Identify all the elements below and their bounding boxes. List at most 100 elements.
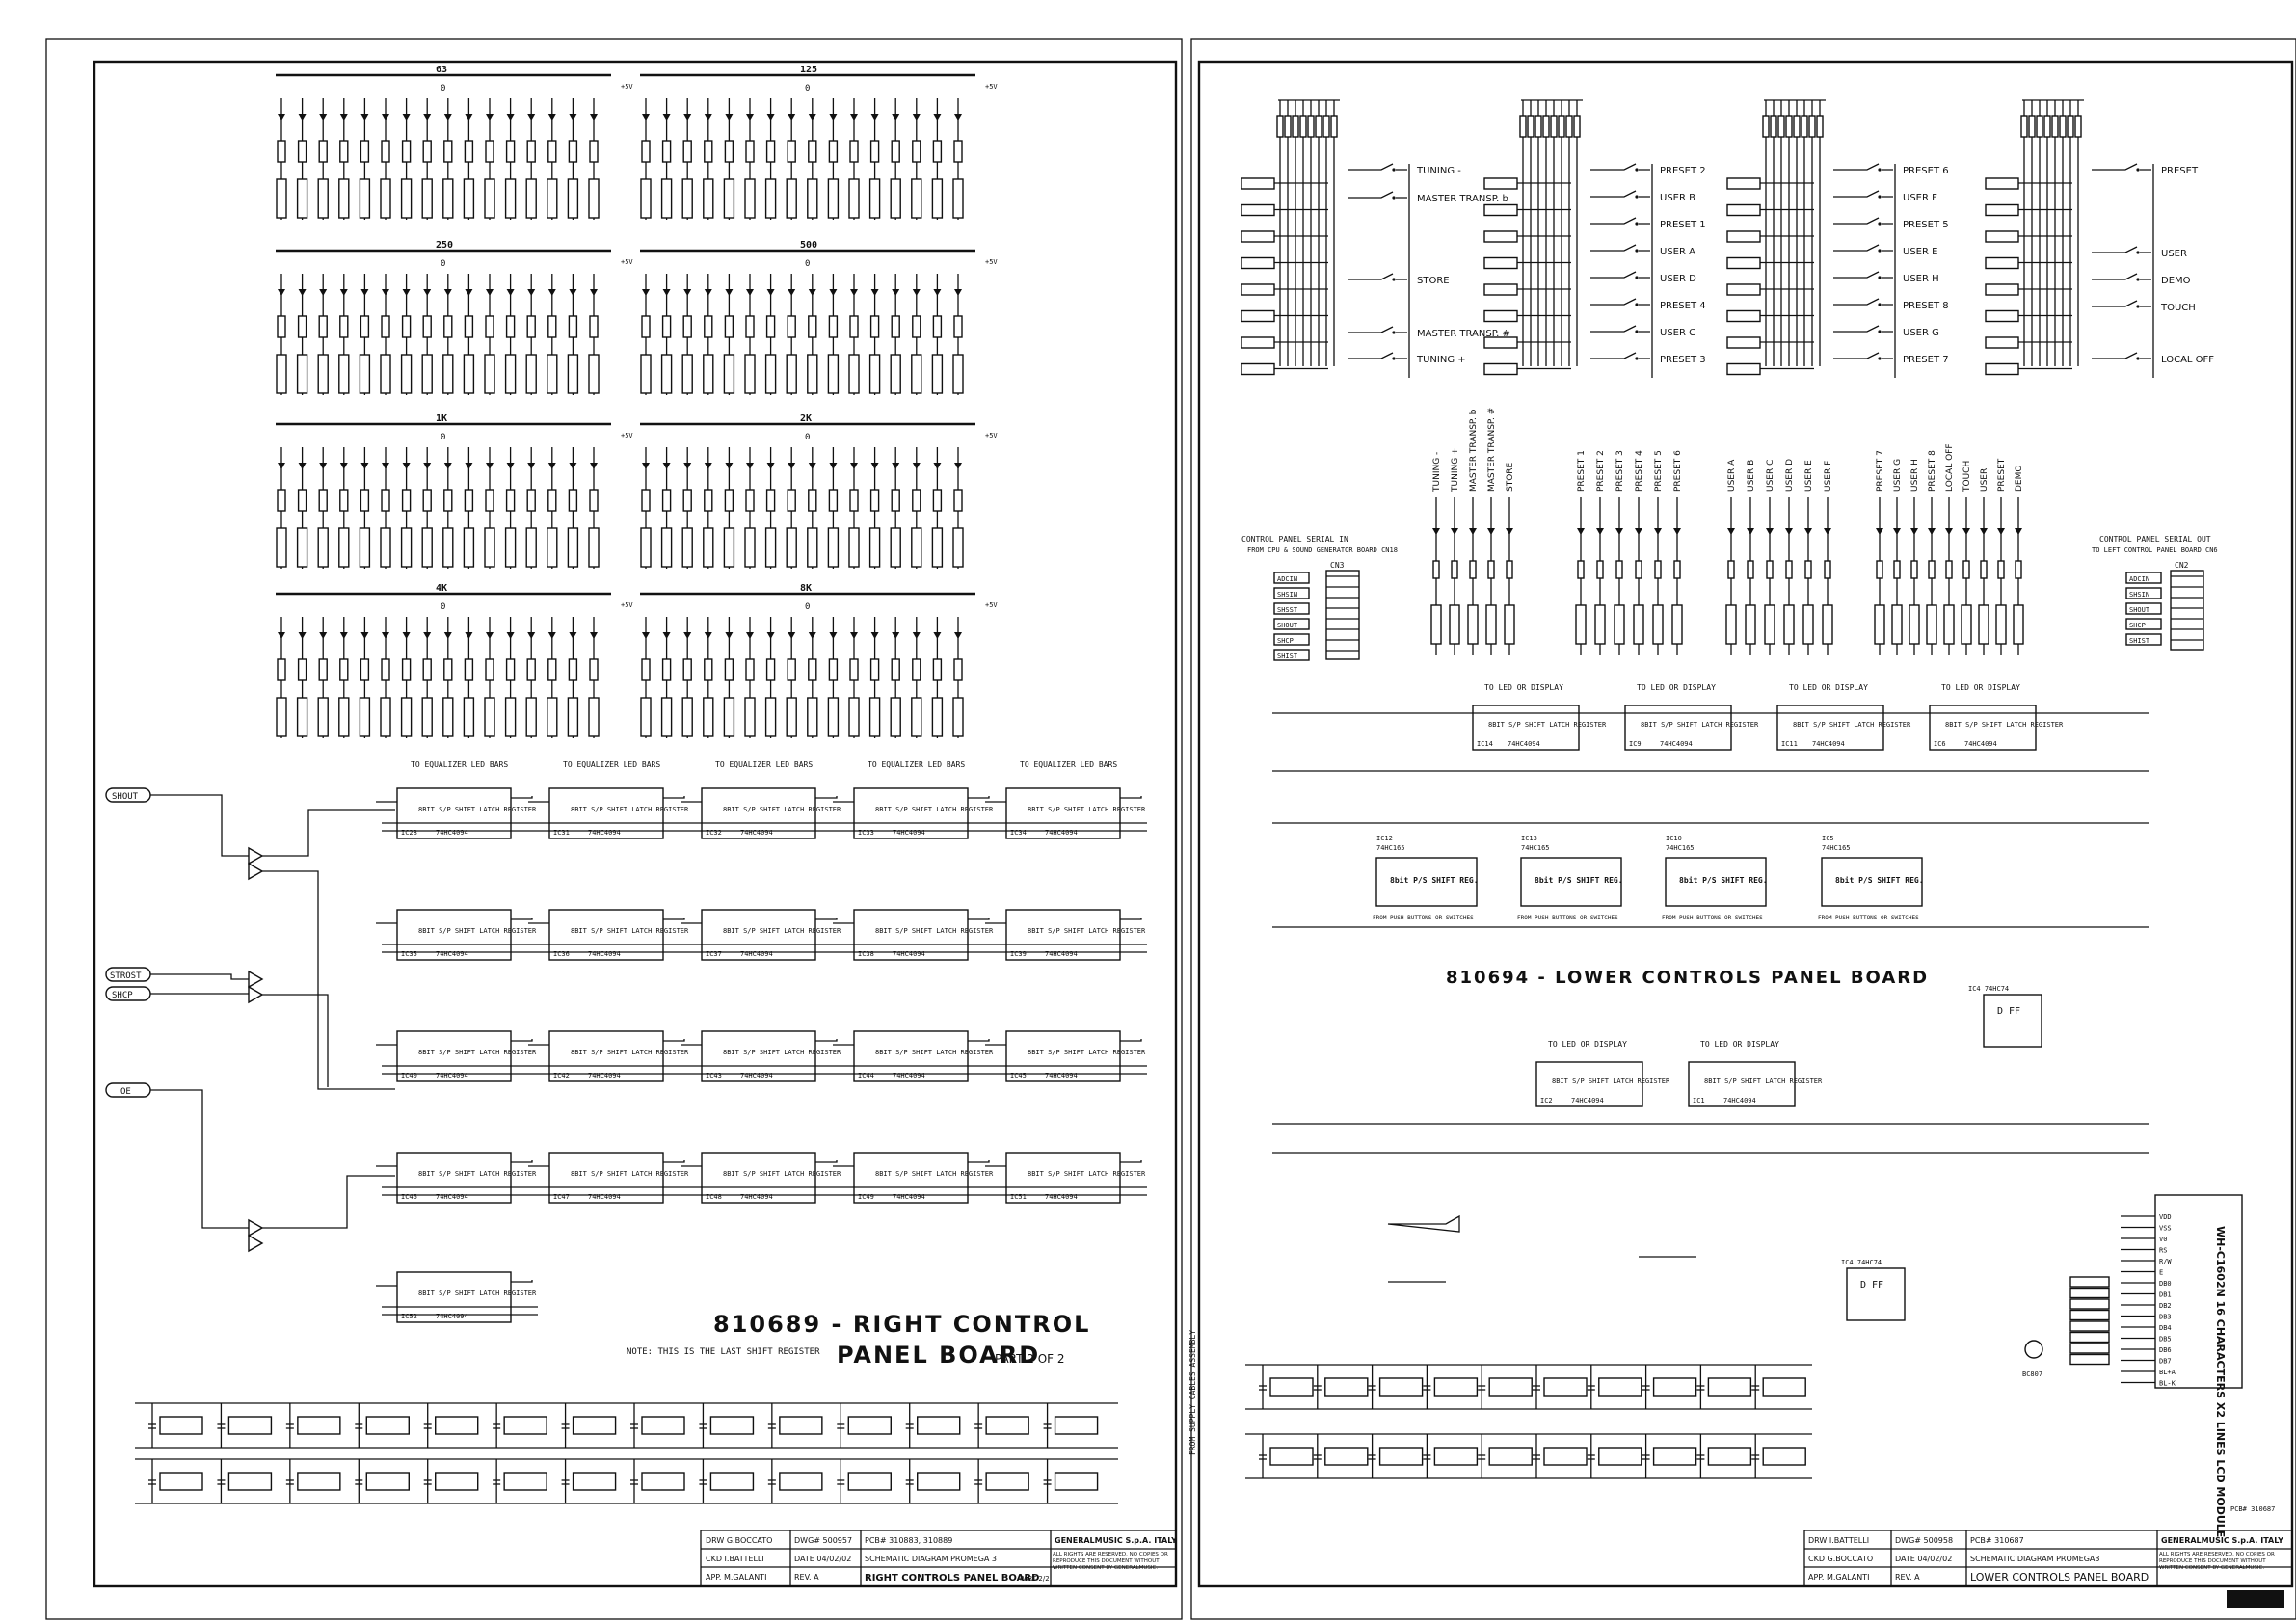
connector-pin-icon	[1652, 604, 1664, 645]
resistor-icon	[932, 489, 943, 512]
lcd-data-buffer	[2069, 1353, 2110, 1366]
resistor-icon	[704, 658, 713, 681]
switch-label: USER C	[1660, 328, 1695, 338]
signal-tag	[1273, 587, 1310, 599]
led-icon	[1962, 528, 1970, 535]
resistor-icon	[849, 658, 859, 681]
right-board-part: PART 2 OF 2	[995, 1352, 1065, 1366]
led-icon	[850, 289, 858, 296]
resistor-icon	[828, 315, 839, 338]
led-icon	[662, 114, 671, 120]
led-icon	[766, 632, 775, 639]
resistor-icon	[360, 315, 370, 338]
signal-shcp: SHCP	[112, 991, 133, 1000]
switch-label: USER D	[1660, 274, 1696, 284]
decoupling-chip	[1751, 1434, 1806, 1478]
decoupling-chip	[1043, 1459, 1099, 1503]
panel-led-label: USER B	[1747, 460, 1756, 492]
led-icon	[850, 632, 858, 639]
led-icon	[569, 114, 577, 120]
decoupling-chip	[699, 1459, 755, 1503]
ps-chip-id: IC13	[1521, 835, 1537, 842]
register-chip-type: 74HC4094	[893, 1072, 925, 1079]
decoupling-chip	[1259, 1434, 1314, 1478]
panel-led-label: USER E	[1804, 460, 1814, 492]
led-icon	[662, 463, 671, 469]
connector-signal: SHOUT	[1277, 622, 1298, 629]
led-icon	[569, 632, 577, 639]
resistor-icon	[1785, 560, 1793, 579]
signal-oe: OE	[120, 1087, 131, 1097]
connector-pin-icon	[931, 354, 944, 394]
led-icon	[527, 632, 536, 639]
serial-in-label: CONTROL PANEL SERIAL IN	[1241, 535, 1348, 544]
resistor-icon	[1980, 560, 1988, 579]
resistor-icon	[422, 489, 432, 512]
led-icon	[2015, 528, 2022, 535]
resistor-icon	[682, 489, 692, 512]
decoupling-chip	[1533, 1434, 1588, 1478]
buffer-icon	[248, 985, 264, 1004]
decoupling-chip	[148, 1403, 203, 1448]
connector-pin-icon	[588, 354, 600, 394]
switch-label: USER F	[1903, 193, 1937, 203]
connector-pin-icon	[723, 178, 735, 219]
connector-pin-icon	[660, 178, 673, 219]
connector-pin-icon	[338, 527, 350, 568]
resistor-icon	[485, 489, 494, 512]
lcd-pin: DB1	[2159, 1291, 2172, 1299]
resistor-icon	[787, 315, 796, 338]
register-label: 8BIT S/P SHIFT LATCH REGISTER	[571, 1049, 689, 1056]
connector-pin-icon	[723, 697, 735, 737]
ps-header: FROM PUSH-BUTTONS OR SWITCHES	[1517, 915, 1618, 921]
panel-led: PRESET	[1995, 458, 2007, 655]
register-chip-id: IC14	[1477, 740, 1493, 748]
led-icon	[527, 463, 536, 469]
connector-pin-icon	[703, 178, 714, 219]
led-icon	[382, 632, 389, 639]
lcd-data-buffer	[2069, 1276, 2110, 1288]
register-header: TO LED OR DISPLAY	[1789, 683, 1868, 692]
panel-led: USER B	[1745, 460, 1756, 655]
resistor-icon	[297, 489, 307, 512]
connector-pin-icon	[421, 527, 433, 568]
ps-label: 8bit P/S SHIFT REG.	[1835, 875, 1924, 885]
resistor-icon	[505, 658, 516, 681]
led-icon	[360, 463, 369, 469]
led-group-sub: 0	[441, 602, 445, 612]
led-group-label: 250	[436, 240, 453, 251]
panel-led: TUNING -	[1430, 452, 1442, 655]
ps-chip-type: 74HC165	[1376, 844, 1405, 852]
panel-led: USER H	[1909, 459, 1920, 655]
connector-pin-icon	[1485, 604, 1497, 645]
connector-pin-icon	[296, 178, 308, 219]
resistor-icon	[547, 315, 557, 338]
resistor-icon	[464, 658, 474, 681]
transistor-icon	[2024, 1340, 2043, 1359]
register-chip-id: IC46	[401, 1193, 417, 1201]
resistor-icon	[360, 489, 370, 512]
connector-pin-icon	[1575, 604, 1587, 645]
panel-led-label: PRESET 3	[1615, 450, 1625, 492]
resistor-icon	[869, 658, 880, 681]
panel-led: PRESET 2	[1594, 450, 1606, 655]
register-chip-type: 74HC4094	[893, 829, 925, 837]
led-icon	[547, 114, 556, 120]
panel-led: USER F	[1822, 461, 1833, 655]
buffer-icon	[248, 1234, 264, 1253]
led-icon	[829, 463, 838, 469]
resistor-icon	[505, 315, 516, 338]
register-chip-type: 74HC4094	[1964, 740, 1997, 748]
connector-pin-icon	[1995, 604, 2007, 645]
panel-led-label: STORE	[1506, 462, 1515, 492]
connector-pin-icon	[567, 354, 579, 394]
resistor-icon	[381, 658, 390, 681]
panel-led: PRESET 3	[1614, 450, 1625, 655]
switch-label: PRESET 6	[1903, 166, 1949, 176]
panel-led: PRESET 8	[1926, 450, 1937, 655]
decoupling-chip	[1642, 1365, 1697, 1409]
